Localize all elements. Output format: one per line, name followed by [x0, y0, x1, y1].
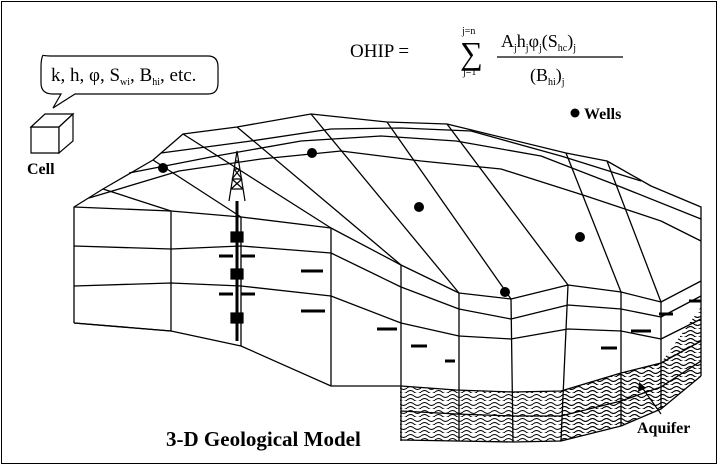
- well-dot-icon: [414, 202, 424, 212]
- num-h: h: [517, 31, 526, 51]
- num-phi: φ: [529, 31, 539, 51]
- num-close: ): [567, 31, 573, 52]
- well-dot-icon: [158, 163, 168, 173]
- aquifer-label: Aquifer: [637, 420, 690, 437]
- reservoir-grid: [73, 113, 702, 443]
- wells-legend-label: Wells: [584, 106, 621, 123]
- well-dot-icon: [575, 232, 585, 242]
- well-derrick-icon: [228, 150, 246, 341]
- num-h-sub: j: [525, 43, 529, 54]
- sum-upper-limit: j=n: [461, 26, 475, 37]
- summation-sign: ∑: [460, 35, 483, 71]
- callout-props: k, h, φ, S: [51, 65, 120, 86]
- den-b: (B: [530, 65, 548, 86]
- model-title: 3-D Geological Model: [166, 427, 361, 451]
- well-dot-icon: [570, 108, 580, 118]
- num-close-sub: j: [572, 43, 576, 54]
- den-b-sub: hi: [548, 77, 556, 88]
- callout-etc: , etc.: [160, 65, 196, 86]
- num-s: (S: [542, 31, 558, 52]
- callout-swi-sub: wi: [120, 77, 130, 88]
- formula-numerator: Ajhjφj(Shc)j: [501, 31, 576, 54]
- num-a: A: [501, 31, 514, 51]
- num-a-sub: j: [513, 43, 517, 54]
- well-dots: [158, 148, 585, 297]
- den-close: ): [556, 65, 562, 86]
- cell-callout: k, h, φ, Swi, Bhi, etc.: [40, 54, 219, 109]
- callout-bubble: [40, 54, 219, 109]
- callout-b: , B: [130, 65, 152, 86]
- formula-lhs: OHIP =: [350, 41, 409, 62]
- formula-denominator: (Bhi)j: [530, 65, 565, 88]
- callout-text: k, h, φ, Swi, Bhi, etc.: [51, 65, 196, 88]
- den-close-sub: j: [561, 77, 565, 88]
- aquifer-arrowhead: [638, 382, 646, 392]
- well-dot-icon: [307, 148, 317, 158]
- fault-markers: [219, 254, 701, 363]
- sum-lower-limit: j=1: [462, 67, 476, 78]
- cell-label: Cell: [27, 161, 55, 178]
- ohip-formula: OHIP = ∑ j=n j=1 Ajhjφj(Shc)j (Bhi)j: [350, 26, 623, 88]
- aquifer-arrow: [640, 385, 662, 415]
- num-phi-sub: j: [538, 43, 542, 54]
- cell-cube-icon: [29, 112, 75, 155]
- callout-bhi-sub: hi: [152, 77, 160, 88]
- num-s-sub: hc: [558, 43, 568, 54]
- well-dot-icon: [500, 287, 510, 297]
